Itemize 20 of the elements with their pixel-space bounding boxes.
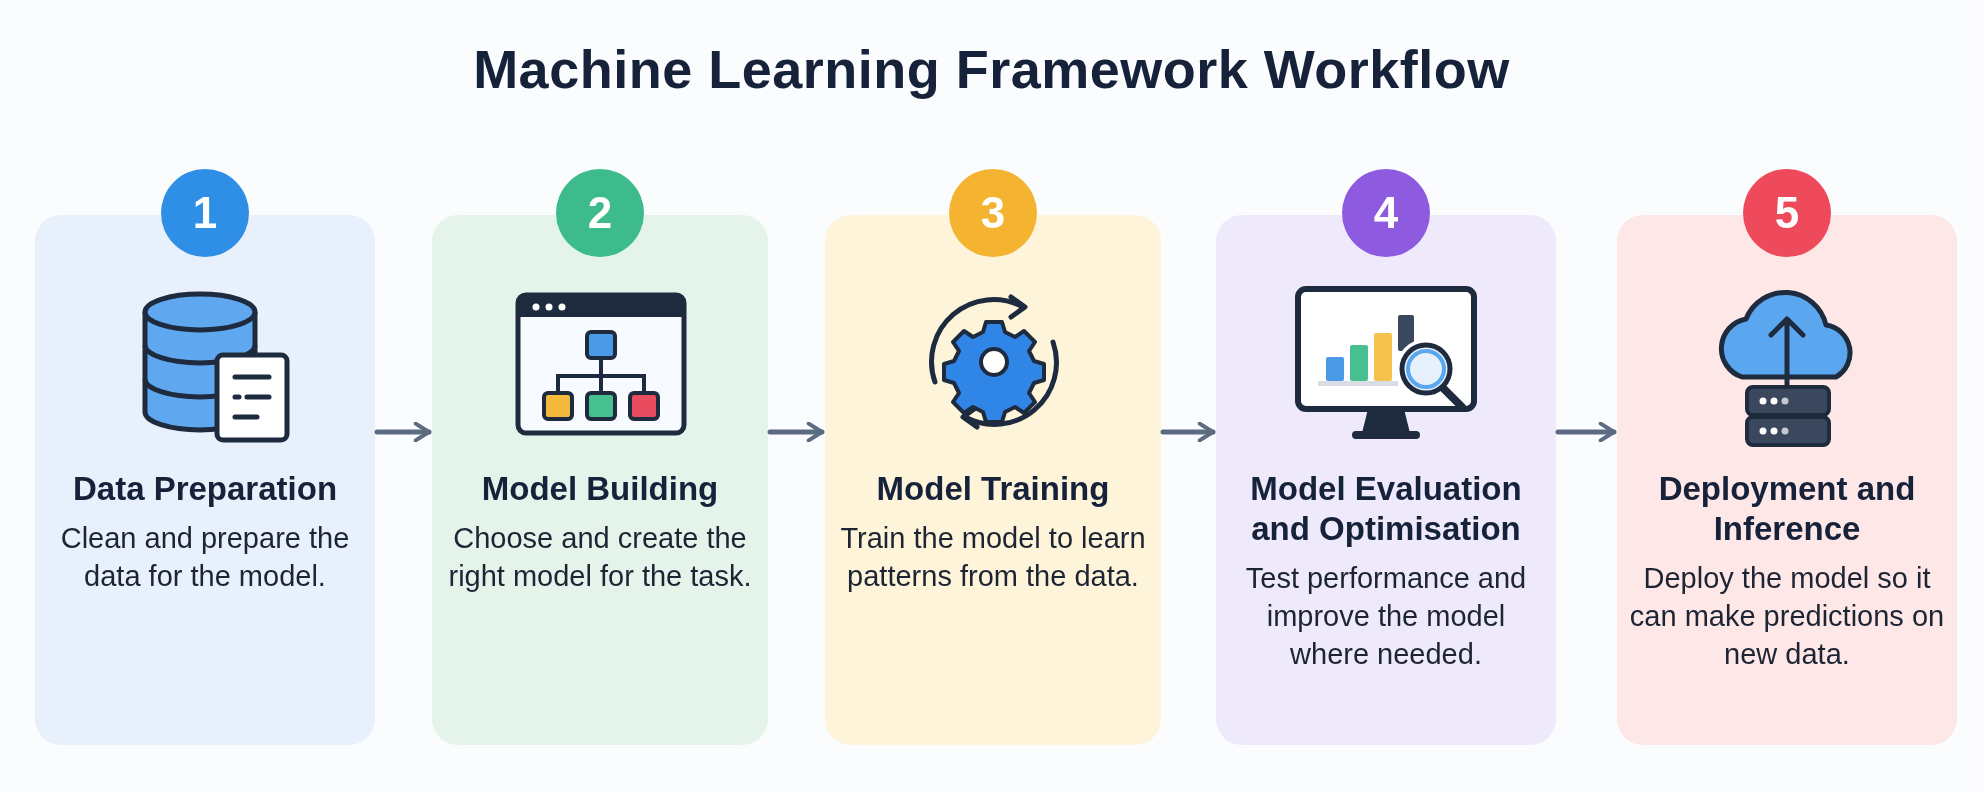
step-number: 2 — [556, 169, 644, 257]
step-number: 5 — [1743, 169, 1831, 257]
step-heading: Deployment and Inference — [1657, 469, 1917, 549]
step-number: 4 — [1342, 169, 1430, 257]
step-number: 3 — [949, 169, 1037, 257]
step-description: Deploy the model so it can make predictions on new data. — [1629, 561, 1945, 672]
step-number: 1 — [161, 169, 249, 257]
step-description: Train the model to learn patterns from the data. — [839, 521, 1147, 594]
step-description: Choose and create the right model for the task. — [447, 521, 753, 594]
arrow — [1160, 421, 1216, 443]
diagram-title: Machine Learning Framework Workflow — [473, 38, 1510, 100]
arrow — [374, 421, 432, 443]
step-description: Clean and prepare the data for the model. — [59, 521, 351, 594]
step-heading: Model Training — [876, 469, 1110, 509]
step-heading: Model Building — [481, 469, 719, 509]
step-description: Test performance and improve the model where needed. — [1244, 561, 1528, 672]
arrow — [1555, 421, 1617, 443]
step-heading: Data Preparation — [72, 469, 338, 509]
arrow — [767, 421, 825, 443]
step-heading: Model Evaluation and Optimisation — [1249, 469, 1523, 549]
